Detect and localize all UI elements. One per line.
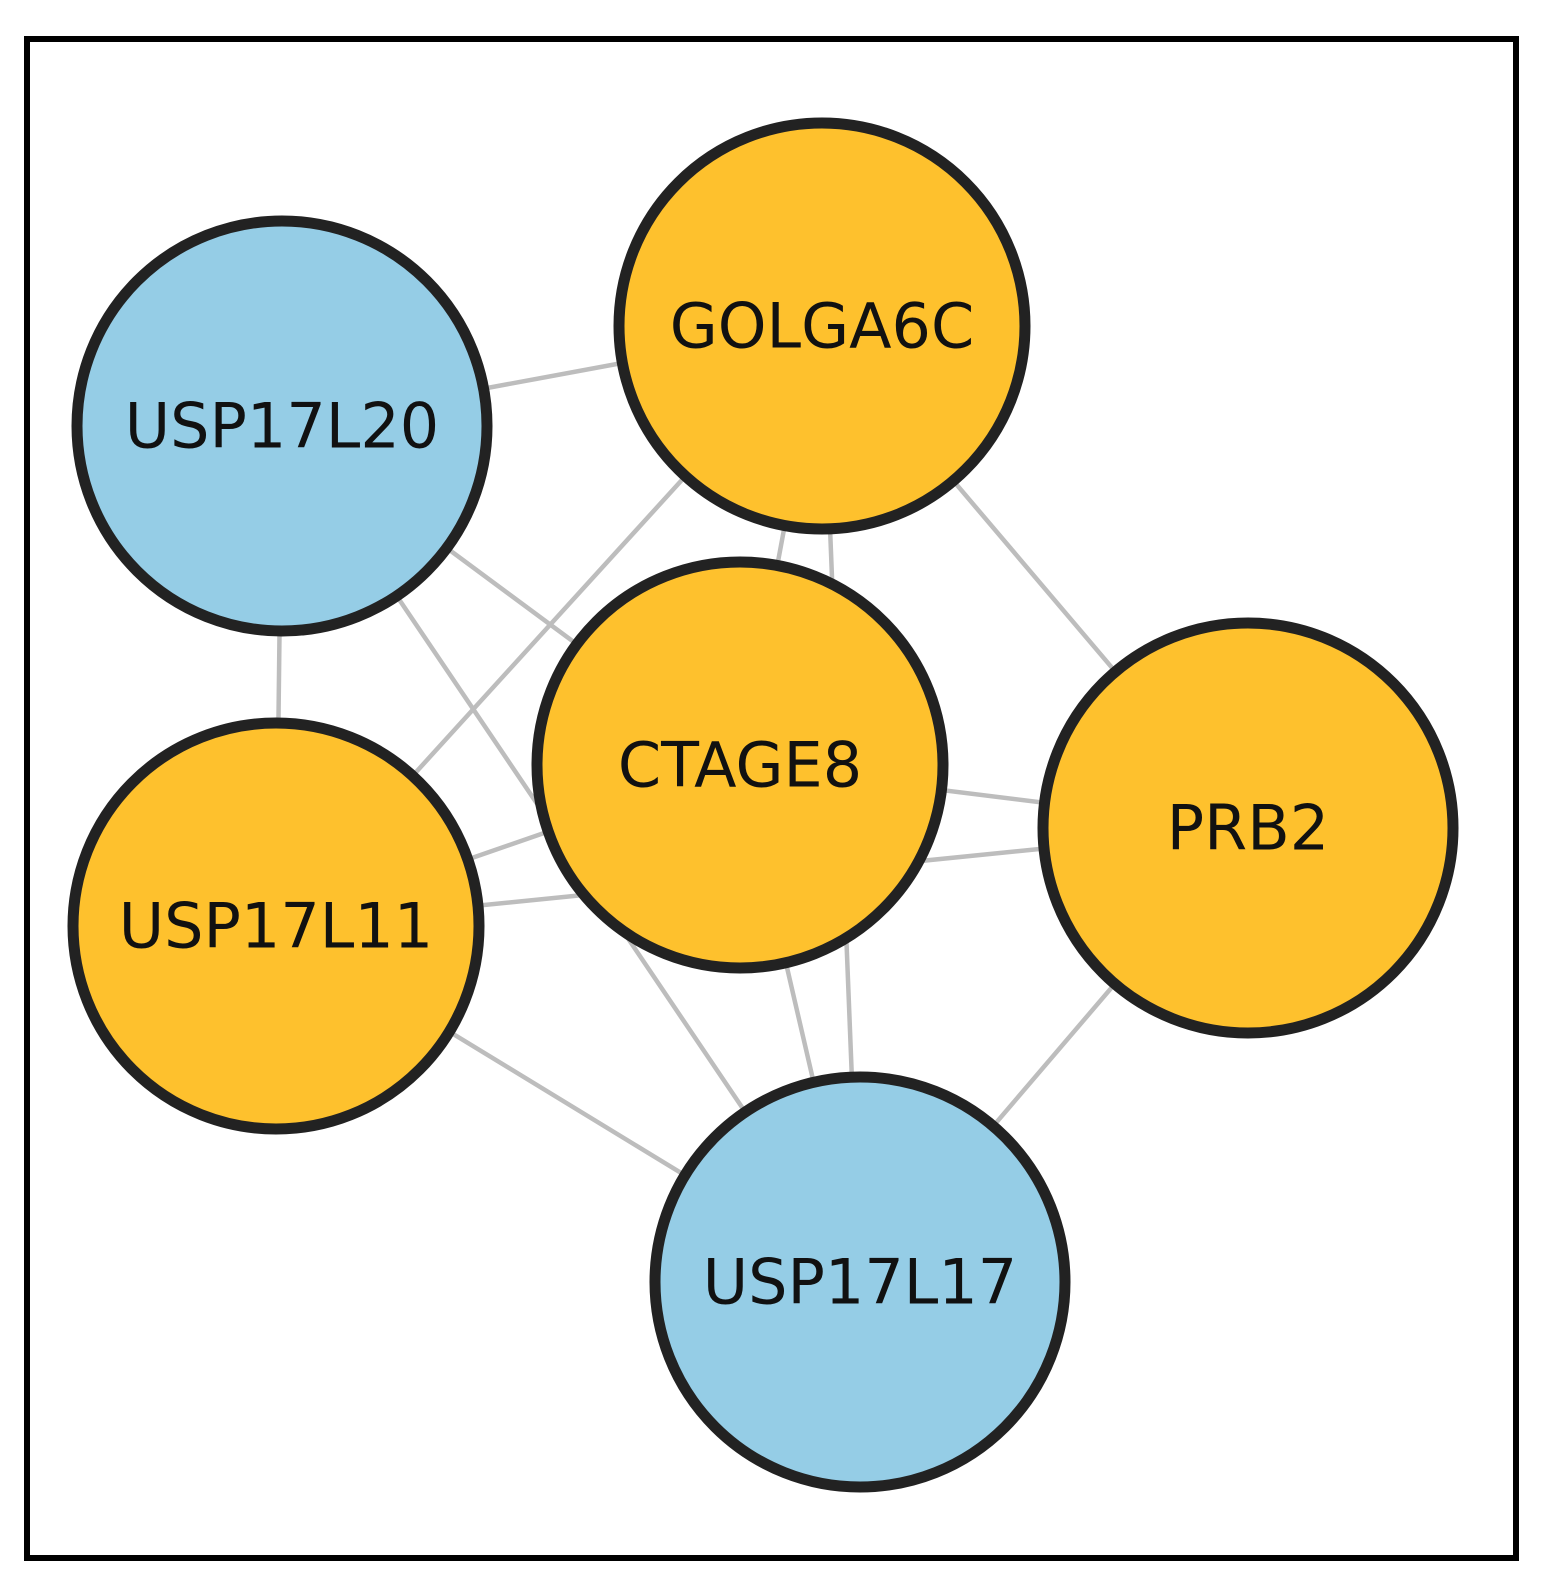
node-label-usp17l17: USP17L17 (703, 1246, 1017, 1319)
node-label-usp17l20: USP17L20 (125, 390, 439, 463)
node-golga6c: GOLGA6C (613, 117, 1031, 535)
node-ctage8: CTAGE8 (531, 556, 949, 974)
node-label-ctage8: CTAGE8 (618, 729, 862, 802)
node-label-golga6c: GOLGA6C (670, 290, 975, 363)
node-usp17l11: USP17L11 (67, 717, 485, 1135)
node-circle-golga6c (613, 117, 1031, 535)
node-circle-usp17l17 (649, 1071, 1071, 1493)
node-circle-ctage8 (531, 556, 949, 974)
node-circle-usp17l20 (71, 215, 493, 637)
node-usp17l20: USP17L20 (71, 215, 493, 637)
node-layer: GOLGA6C USP17L20CTAGE8PRB2USP17L11USP17L1… (67, 117, 1459, 1493)
node-prb2: PRB2 (1037, 617, 1459, 1039)
node-circle-prb2 (1037, 617, 1459, 1039)
node-label-usp17l11: USP17L11 (119, 890, 433, 963)
node-circle-usp17l11 (67, 717, 485, 1135)
node-usp17l17: USP17L17 (649, 1071, 1071, 1493)
node-label-prb2: PRB2 (1167, 792, 1329, 865)
